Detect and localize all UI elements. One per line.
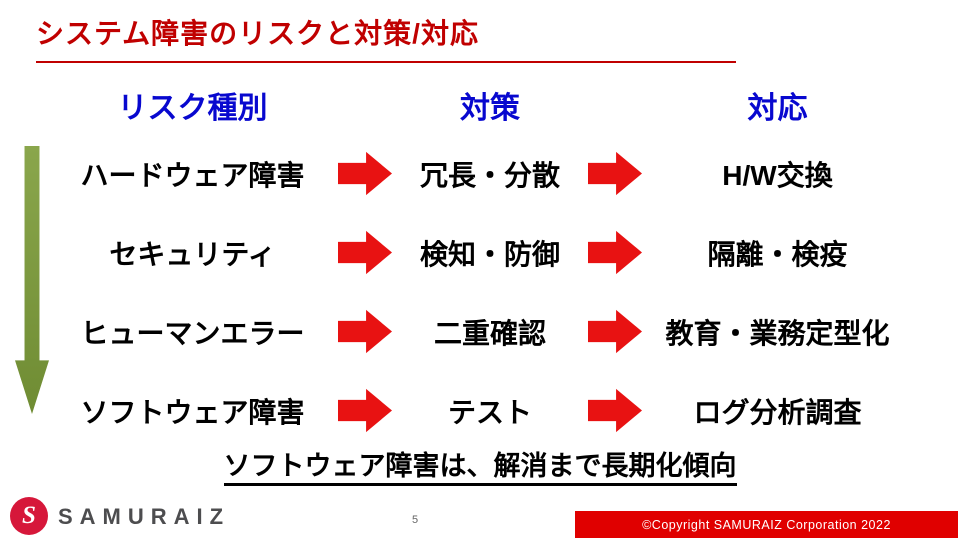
- risk-matrix: リスク種別 対策 対応 ハードウェア障害 冗長・分散 H/W交換 セキュリティ …: [50, 76, 910, 450]
- bottom-note-text: ソフトウェア障害は、解消まで長期化傾向: [223, 451, 737, 486]
- column-header-risk: リスク種別: [117, 92, 268, 125]
- copyright-bar: ©Copyright SAMURAIZ Corporation 2022: [575, 511, 958, 538]
- measure-cell: テスト: [447, 396, 532, 428]
- column-header-response: 対応: [747, 92, 808, 125]
- risk-cell: セキュリティ: [109, 238, 276, 270]
- response-cell: H/W交換: [722, 159, 833, 191]
- right-arrow-icon: [335, 292, 395, 371]
- response-cell: ログ分析調査: [693, 396, 862, 428]
- right-arrow-icon: [585, 371, 645, 450]
- measure-cell: 二重確認: [433, 317, 546, 349]
- right-arrow-icon: [585, 292, 645, 371]
- right-arrow-icon: [335, 213, 395, 292]
- header-spacer: [335, 76, 395, 134]
- header-spacer: [585, 76, 645, 134]
- samuraiz-logo-icon: S: [10, 497, 48, 535]
- response-cell: 隔離・検疫: [707, 238, 848, 270]
- measure-cell: 冗長・分散: [419, 159, 560, 191]
- risk-cell: ソフトウェア障害: [80, 396, 305, 428]
- page-number: 5: [411, 514, 419, 526]
- right-arrow-icon: [585, 213, 645, 292]
- column-header-measure: 対策: [460, 92, 520, 125]
- risk-cell: ヒューマンエラー: [80, 317, 305, 349]
- title-underline: [36, 61, 736, 63]
- right-arrow-icon: [585, 134, 645, 213]
- right-arrow-icon: [335, 134, 395, 213]
- risk-cell: ハードウェア障害: [80, 159, 305, 191]
- bottom-note: ソフトウェア障害は、解消まで長期化傾向: [0, 444, 960, 486]
- response-cell: 教育・業務定型化: [665, 317, 890, 349]
- slide-title: システム障害のリスクと対策/対応: [36, 18, 479, 49]
- measure-cell: 検知・防御: [419, 238, 560, 270]
- right-arrow-icon: [335, 371, 395, 450]
- brand-name: SAMURAIZ: [58, 504, 231, 529]
- down-arrow-icon: [15, 146, 49, 414]
